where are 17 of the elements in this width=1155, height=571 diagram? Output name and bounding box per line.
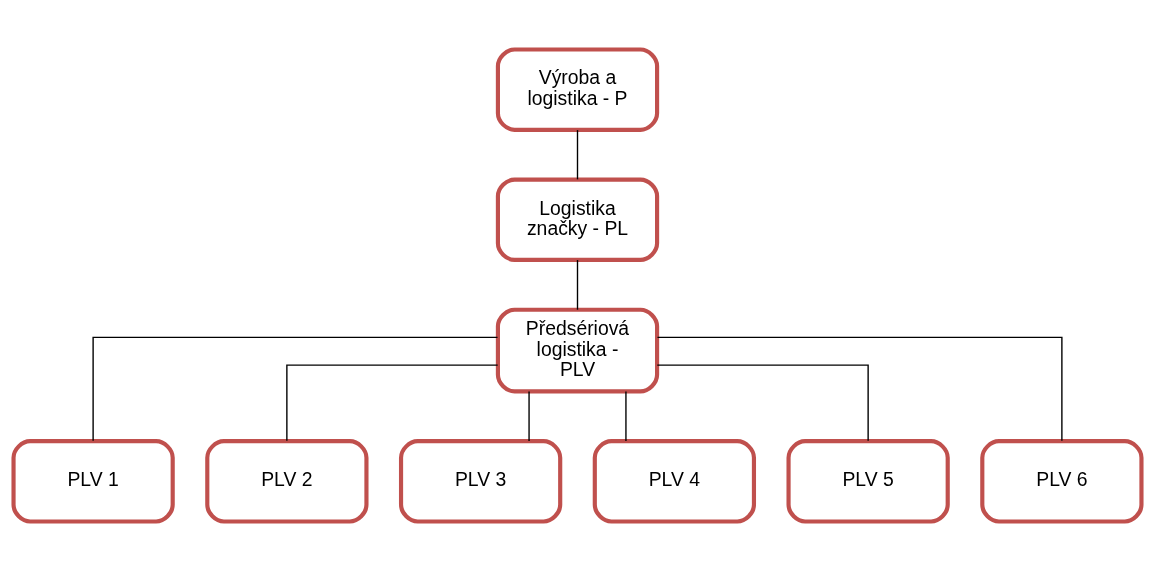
connector xyxy=(286,364,499,442)
connector xyxy=(625,390,627,442)
node-box: PLV 6 xyxy=(980,439,1144,524)
node-box: PLV 1 xyxy=(11,439,175,524)
node-box: Výroba a logistika - P xyxy=(495,47,660,132)
node-box: PLV 4 xyxy=(592,439,757,524)
connector xyxy=(656,336,1063,442)
connector xyxy=(528,390,530,442)
connector xyxy=(92,336,499,442)
node-box: PLV 3 xyxy=(398,439,563,524)
connector xyxy=(576,129,579,181)
node-box: Předsériová logistika - PLV xyxy=(495,307,660,394)
node-box: PLV 5 xyxy=(786,439,950,524)
node-box: Logistika značky - PL xyxy=(495,177,660,262)
node-box: PLV 2 xyxy=(205,439,369,524)
connector xyxy=(576,259,579,311)
connector xyxy=(656,364,869,442)
